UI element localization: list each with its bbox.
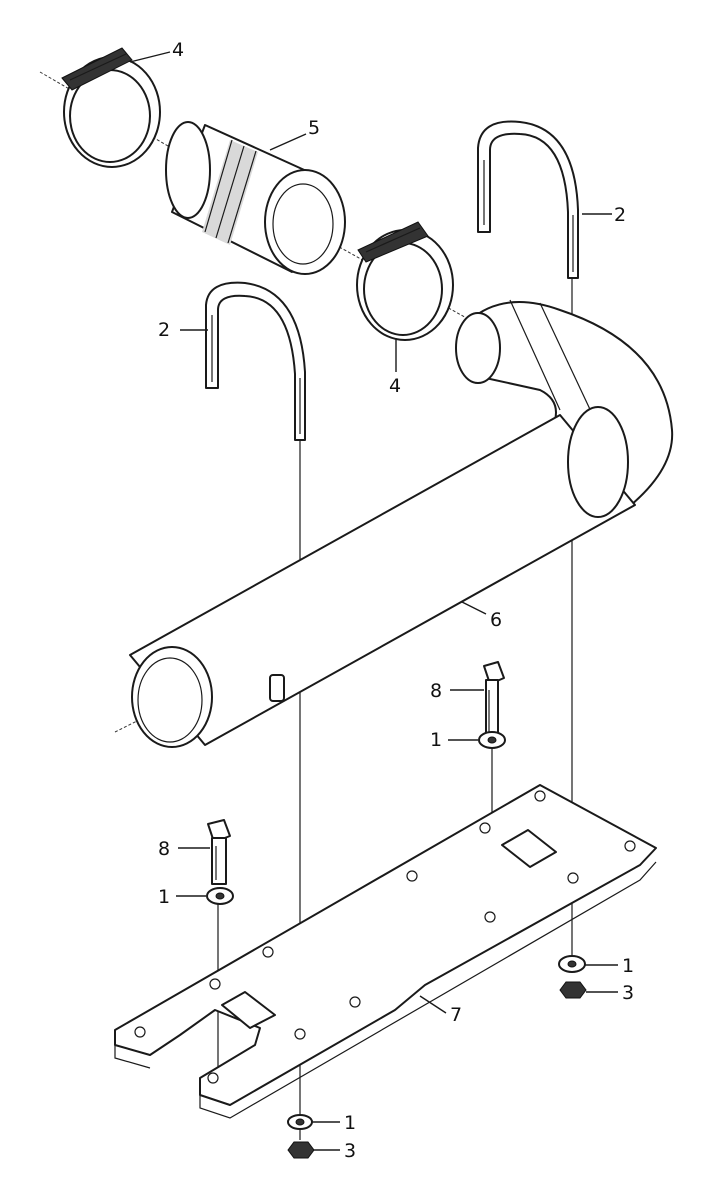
- callout-part-8-right: 8: [430, 680, 442, 702]
- callout-part-8-left: 8: [158, 838, 170, 860]
- callout-labels: 4 5 2 2 4 6 8 1 8 1 1 3 7 1 3: [158, 39, 634, 1162]
- nuts: [287, 981, 587, 1159]
- callout-part-3-bottom: 3: [344, 1140, 356, 1162]
- callout-part-1-far-right: 1: [622, 955, 634, 977]
- hose-clamp-middle: [356, 221, 454, 341]
- callout-part-2-right: 2: [614, 204, 626, 226]
- callout-part-4-middle: 4: [389, 375, 401, 397]
- callout-part-3-far-right: 3: [622, 982, 634, 1004]
- mounting-bracket: [114, 784, 657, 1119]
- hose-clamp-top: [61, 47, 161, 168]
- callout-part-1-left: 1: [158, 886, 170, 908]
- callout-part-1-bottom: 1: [344, 1112, 356, 1134]
- callout-part-7: 7: [450, 1004, 462, 1026]
- leader-lines: [129, 51, 618, 1151]
- callout-part-5: 5: [308, 117, 320, 139]
- bolt-left: [207, 819, 231, 885]
- callout-part-2-left: 2: [158, 319, 170, 341]
- exhaust-pipe: [129, 299, 674, 748]
- callout-part-1-right: 1: [430, 729, 442, 751]
- u-bolt-left: [205, 281, 306, 441]
- coupling-sleeve: [165, 121, 346, 275]
- callout-part-6: 6: [490, 609, 502, 631]
- bolt-right: [483, 661, 505, 739]
- u-bolt-right: [477, 120, 579, 279]
- callout-part-4-top: 4: [172, 39, 184, 61]
